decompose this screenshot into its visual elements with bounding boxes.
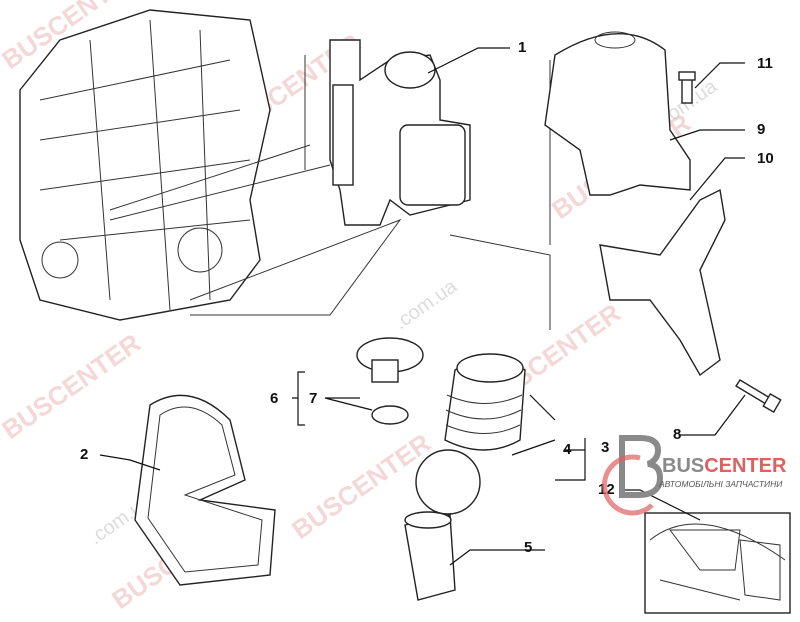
svg-text:BUSCENTER: BUSCENTER <box>0 327 146 445</box>
svg-text:АВТОМОБІЛЬНІ ЗАПЧАСТИНИ: АВТОМОБІЛЬНІ ЗАПЧАСТИНИ <box>658 479 783 489</box>
part-4-seal-ring <box>415 449 481 515</box>
callout-6: 6 <box>270 390 278 407</box>
callout-3: 3 <box>601 439 609 456</box>
svg-text:BUSCENTER: BUSCENTER <box>662 455 787 477</box>
part-7-o-ring <box>371 405 409 425</box>
callout-4: 4 <box>563 441 572 458</box>
part-12-inset <box>644 512 791 614</box>
part-2-gasket <box>134 394 276 586</box>
callout-2: 2 <box>80 446 88 463</box>
part-5-filter-element <box>404 511 456 601</box>
part-10-bracket <box>599 188 726 377</box>
part-8-bolt <box>735 379 782 414</box>
svg-text:.com.ua: .com.ua <box>390 275 462 334</box>
callout-10: 10 <box>757 150 774 167</box>
engine-block-illustration <box>19 9 271 321</box>
part-6-cap <box>356 337 424 383</box>
buscenter-logo: BUSCENTER АВТОМОБІЛЬНІ ЗАПЧАСТИНИ <box>601 435 787 516</box>
callout-11: 11 <box>757 55 773 72</box>
part-4-filter-cup <box>444 353 526 451</box>
part-11-bolt <box>678 71 696 104</box>
callout-1: 1 <box>518 39 526 56</box>
callout-7: 7 <box>309 390 317 407</box>
part-9-cover <box>544 31 691 196</box>
callout-8: 8 <box>673 426 681 443</box>
callout-9: 9 <box>757 121 765 138</box>
callout-5: 5 <box>524 539 532 556</box>
part-1-oil-filter-housing <box>329 39 471 226</box>
